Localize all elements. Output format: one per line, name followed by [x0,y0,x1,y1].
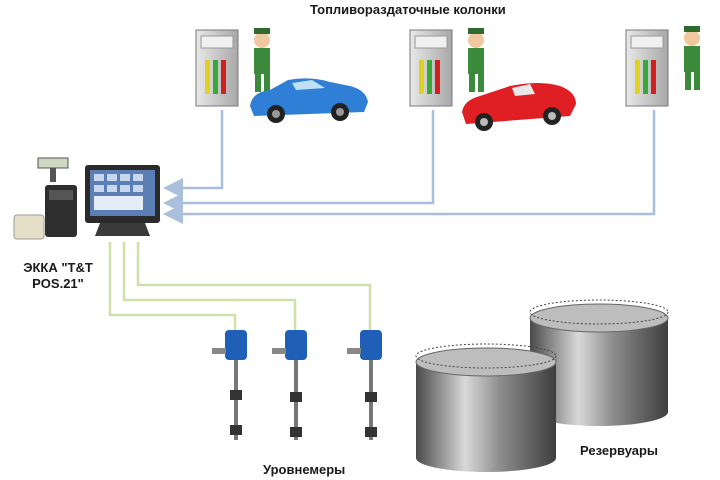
pos-terminal-label: ЭККА "T&T POS.21" [10,260,106,292]
level-gauge-3 [347,330,382,440]
link-dispenser-2 [163,110,435,213]
fuel-dispenser-1 [195,28,368,123]
pos-terminal [13,157,160,240]
diagram-title: Топливораздаточные колонки [310,2,506,17]
attendant-3 [684,26,700,90]
attendant-1 [254,28,270,92]
level-gauge-1 [212,330,247,440]
storage-tank-front [415,343,557,472]
gauge-links [108,242,372,330]
car-red [462,83,576,131]
fuel-dispenser-3 [625,26,700,107]
fuel-dispenser-2 [409,28,576,131]
link-gauge-2 [122,242,297,330]
link-dispenser-3 [163,110,656,224]
customer-display [37,157,69,169]
attendant-2 [468,28,484,92]
storage-tank-back [529,299,669,426]
level-gauges-label: Уровнемеры [263,462,346,477]
level-gauge-2 [272,330,307,440]
pos-label-line-1: ЭККА "T&T [23,260,93,275]
link-dispenser-1 [163,110,224,198]
card-reader [13,214,45,240]
car-blue [250,78,368,123]
pos-label-line-2: POS.21" [32,276,84,291]
dispenser-links [163,110,656,224]
link-gauge-3 [136,242,372,330]
tanks-label: Резервуары [580,443,659,458]
link-gauge-1 [108,242,237,330]
